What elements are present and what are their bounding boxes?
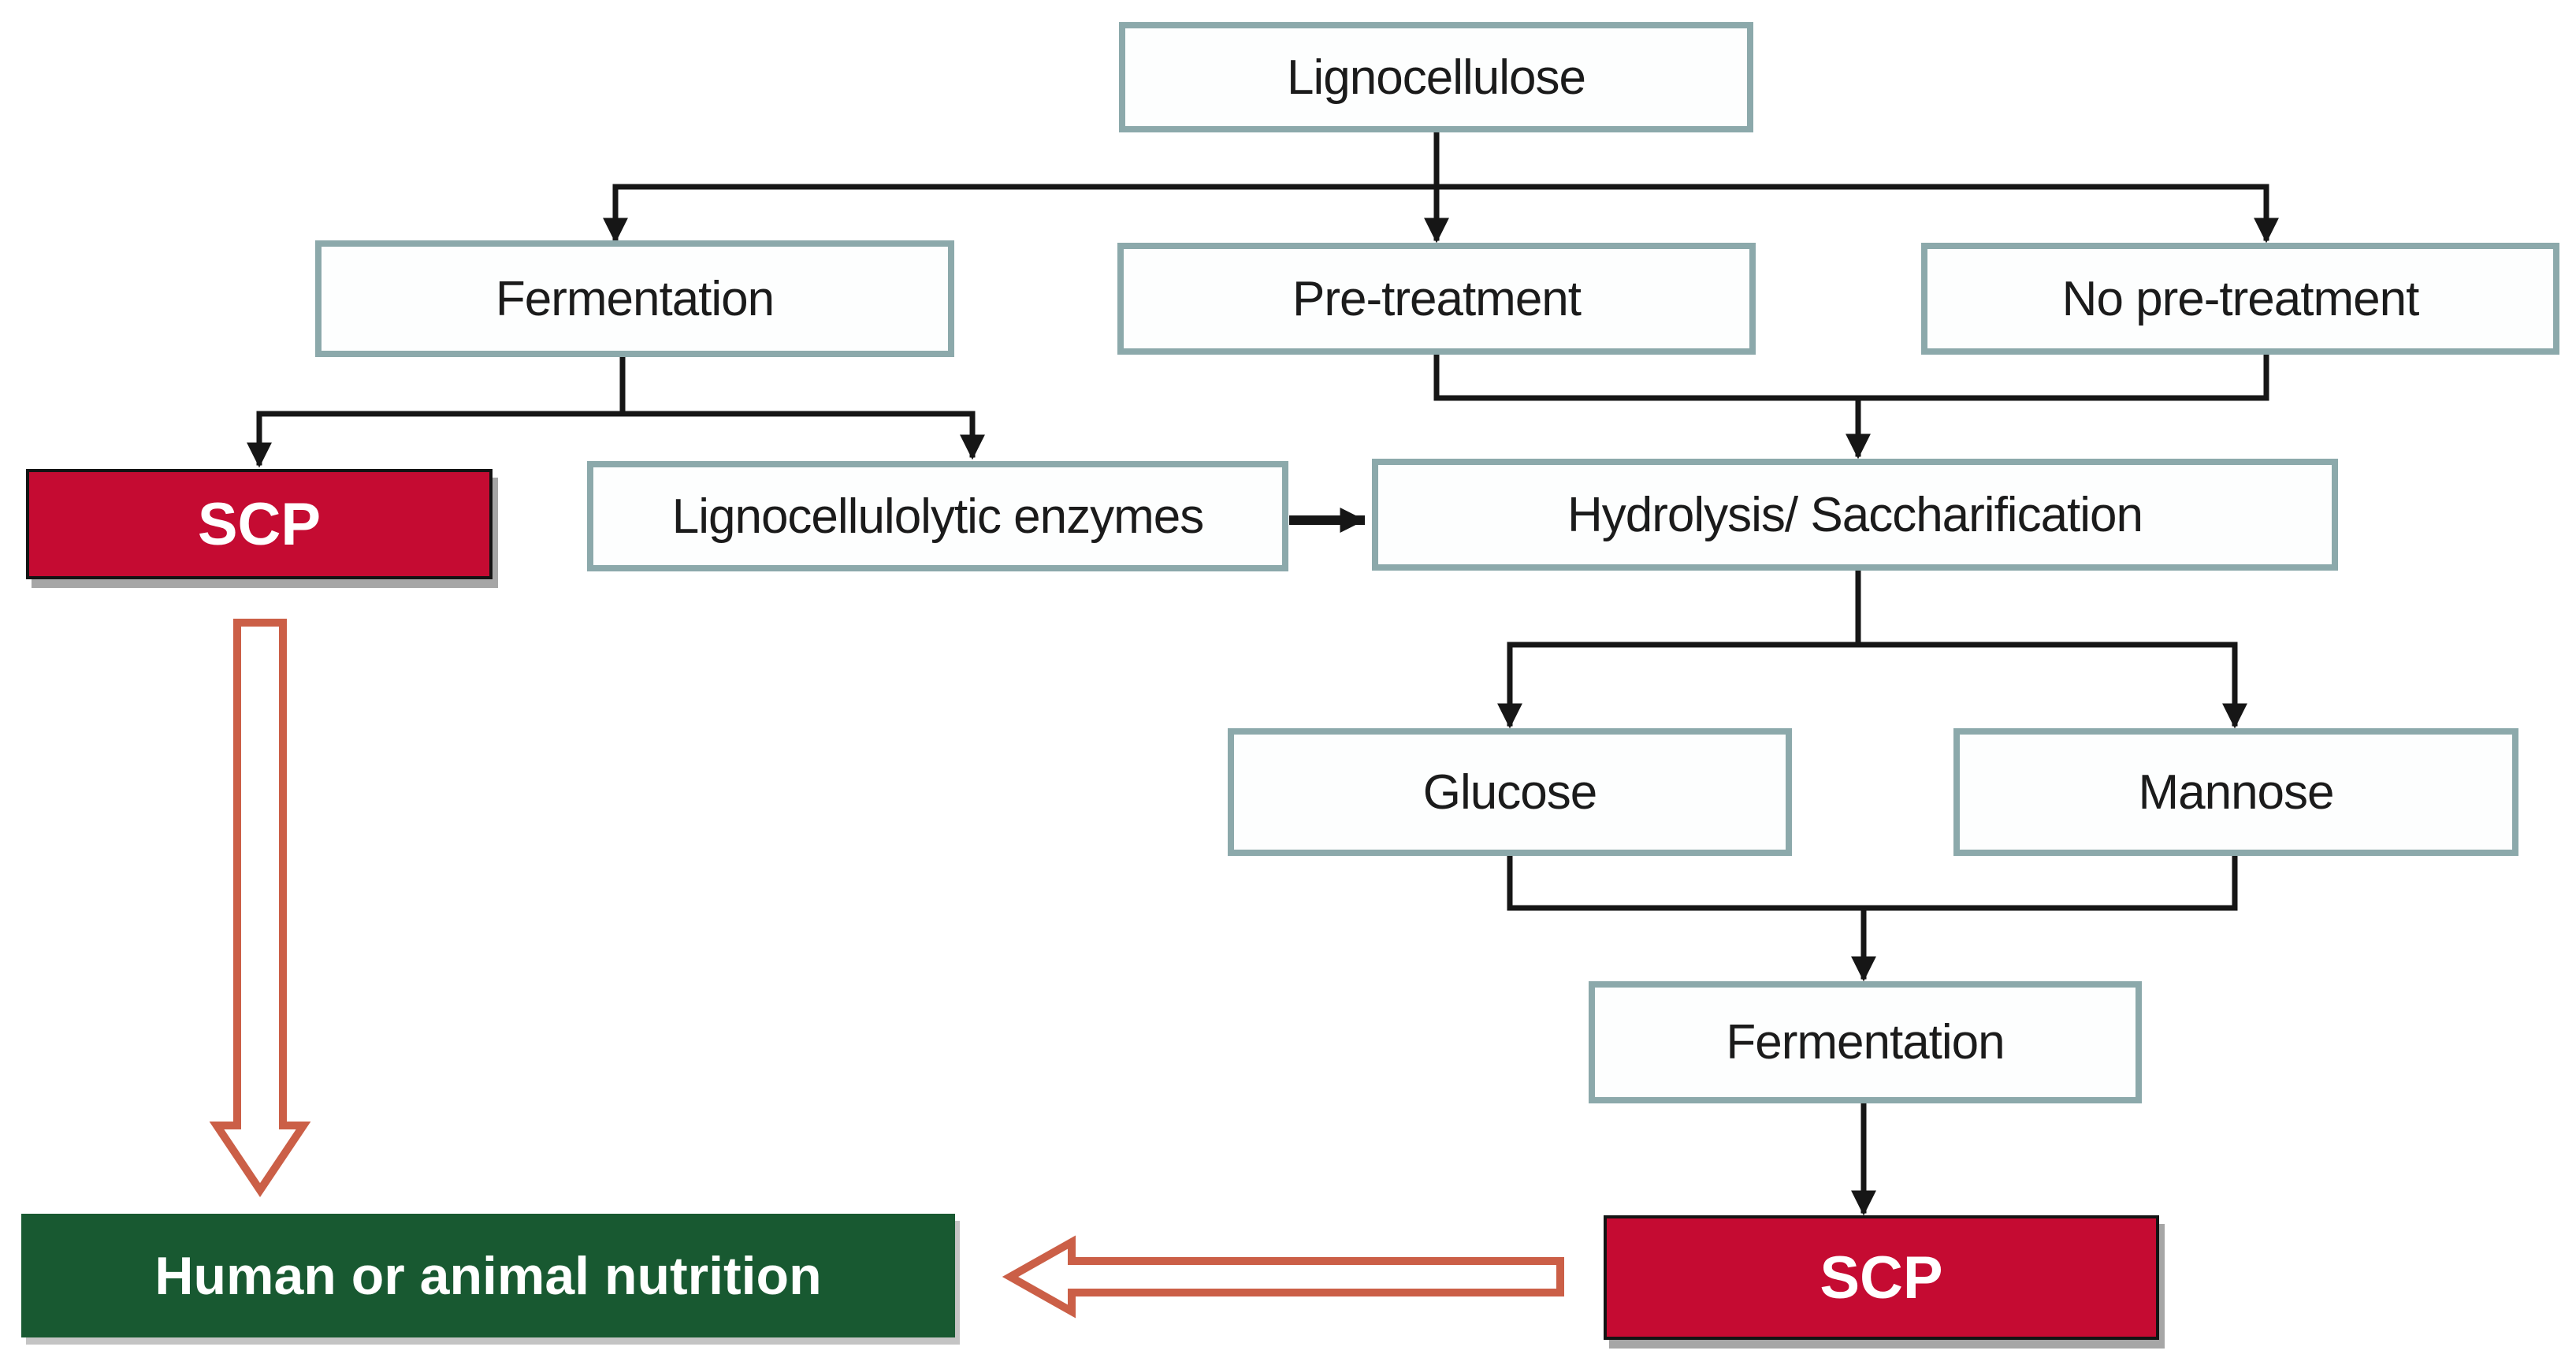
node-lignocellulose-label: Lignocellulose bbox=[1287, 50, 1586, 105]
node-human-or-animal-nutrition: Human or animal nutrition bbox=[21, 1214, 955, 1337]
node-hydrolysis-saccharification: Hydrolysis/ Saccharification bbox=[1372, 459, 2338, 571]
node-glucose-label: Glucose bbox=[1422, 764, 1597, 820]
node-scp-left: SCP bbox=[26, 469, 493, 579]
node-nutrition-label: Human or animal nutrition bbox=[154, 1245, 822, 1306]
node-mannose: Mannose bbox=[1953, 728, 2518, 856]
node-no-pretreatment: No pre-treatment bbox=[1921, 243, 2559, 355]
node-scp-bottom-label: SCP bbox=[1820, 1244, 1943, 1311]
node-fermentation-top: Fermentation bbox=[315, 240, 954, 357]
node-scp-left-label: SCP bbox=[197, 490, 322, 558]
node-scp-bottom: SCP bbox=[1604, 1215, 2159, 1340]
node-lignocellulose: Lignocellulose bbox=[1119, 22, 1753, 132]
node-pretreatment: Pre-treatment bbox=[1117, 243, 1756, 355]
node-pretreatment-label: Pre-treatment bbox=[1292, 271, 1582, 326]
node-fermentation-top-label: Fermentation bbox=[495, 271, 775, 326]
node-mannose-label: Mannose bbox=[2138, 764, 2334, 820]
node-fermentation-bottom-label: Fermentation bbox=[1726, 1015, 2005, 1070]
node-fermentation-bottom: Fermentation bbox=[1589, 981, 2142, 1103]
node-glucose: Glucose bbox=[1228, 728, 1792, 856]
node-enzymes-label: Lignocellulolytic enzymes bbox=[671, 489, 1205, 544]
node-hydrolysis-label: Hydrolysis/ Saccharification bbox=[1567, 487, 2143, 542]
hollow-left-arrow-icon bbox=[1002, 1235, 1564, 1319]
node-lignocellulolytic-enzymes: Lignocellulolytic enzymes bbox=[587, 461, 1288, 571]
hollow-down-arrow-icon bbox=[209, 619, 311, 1197]
node-no-pretreatment-label: No pre-treatment bbox=[2061, 271, 2420, 326]
